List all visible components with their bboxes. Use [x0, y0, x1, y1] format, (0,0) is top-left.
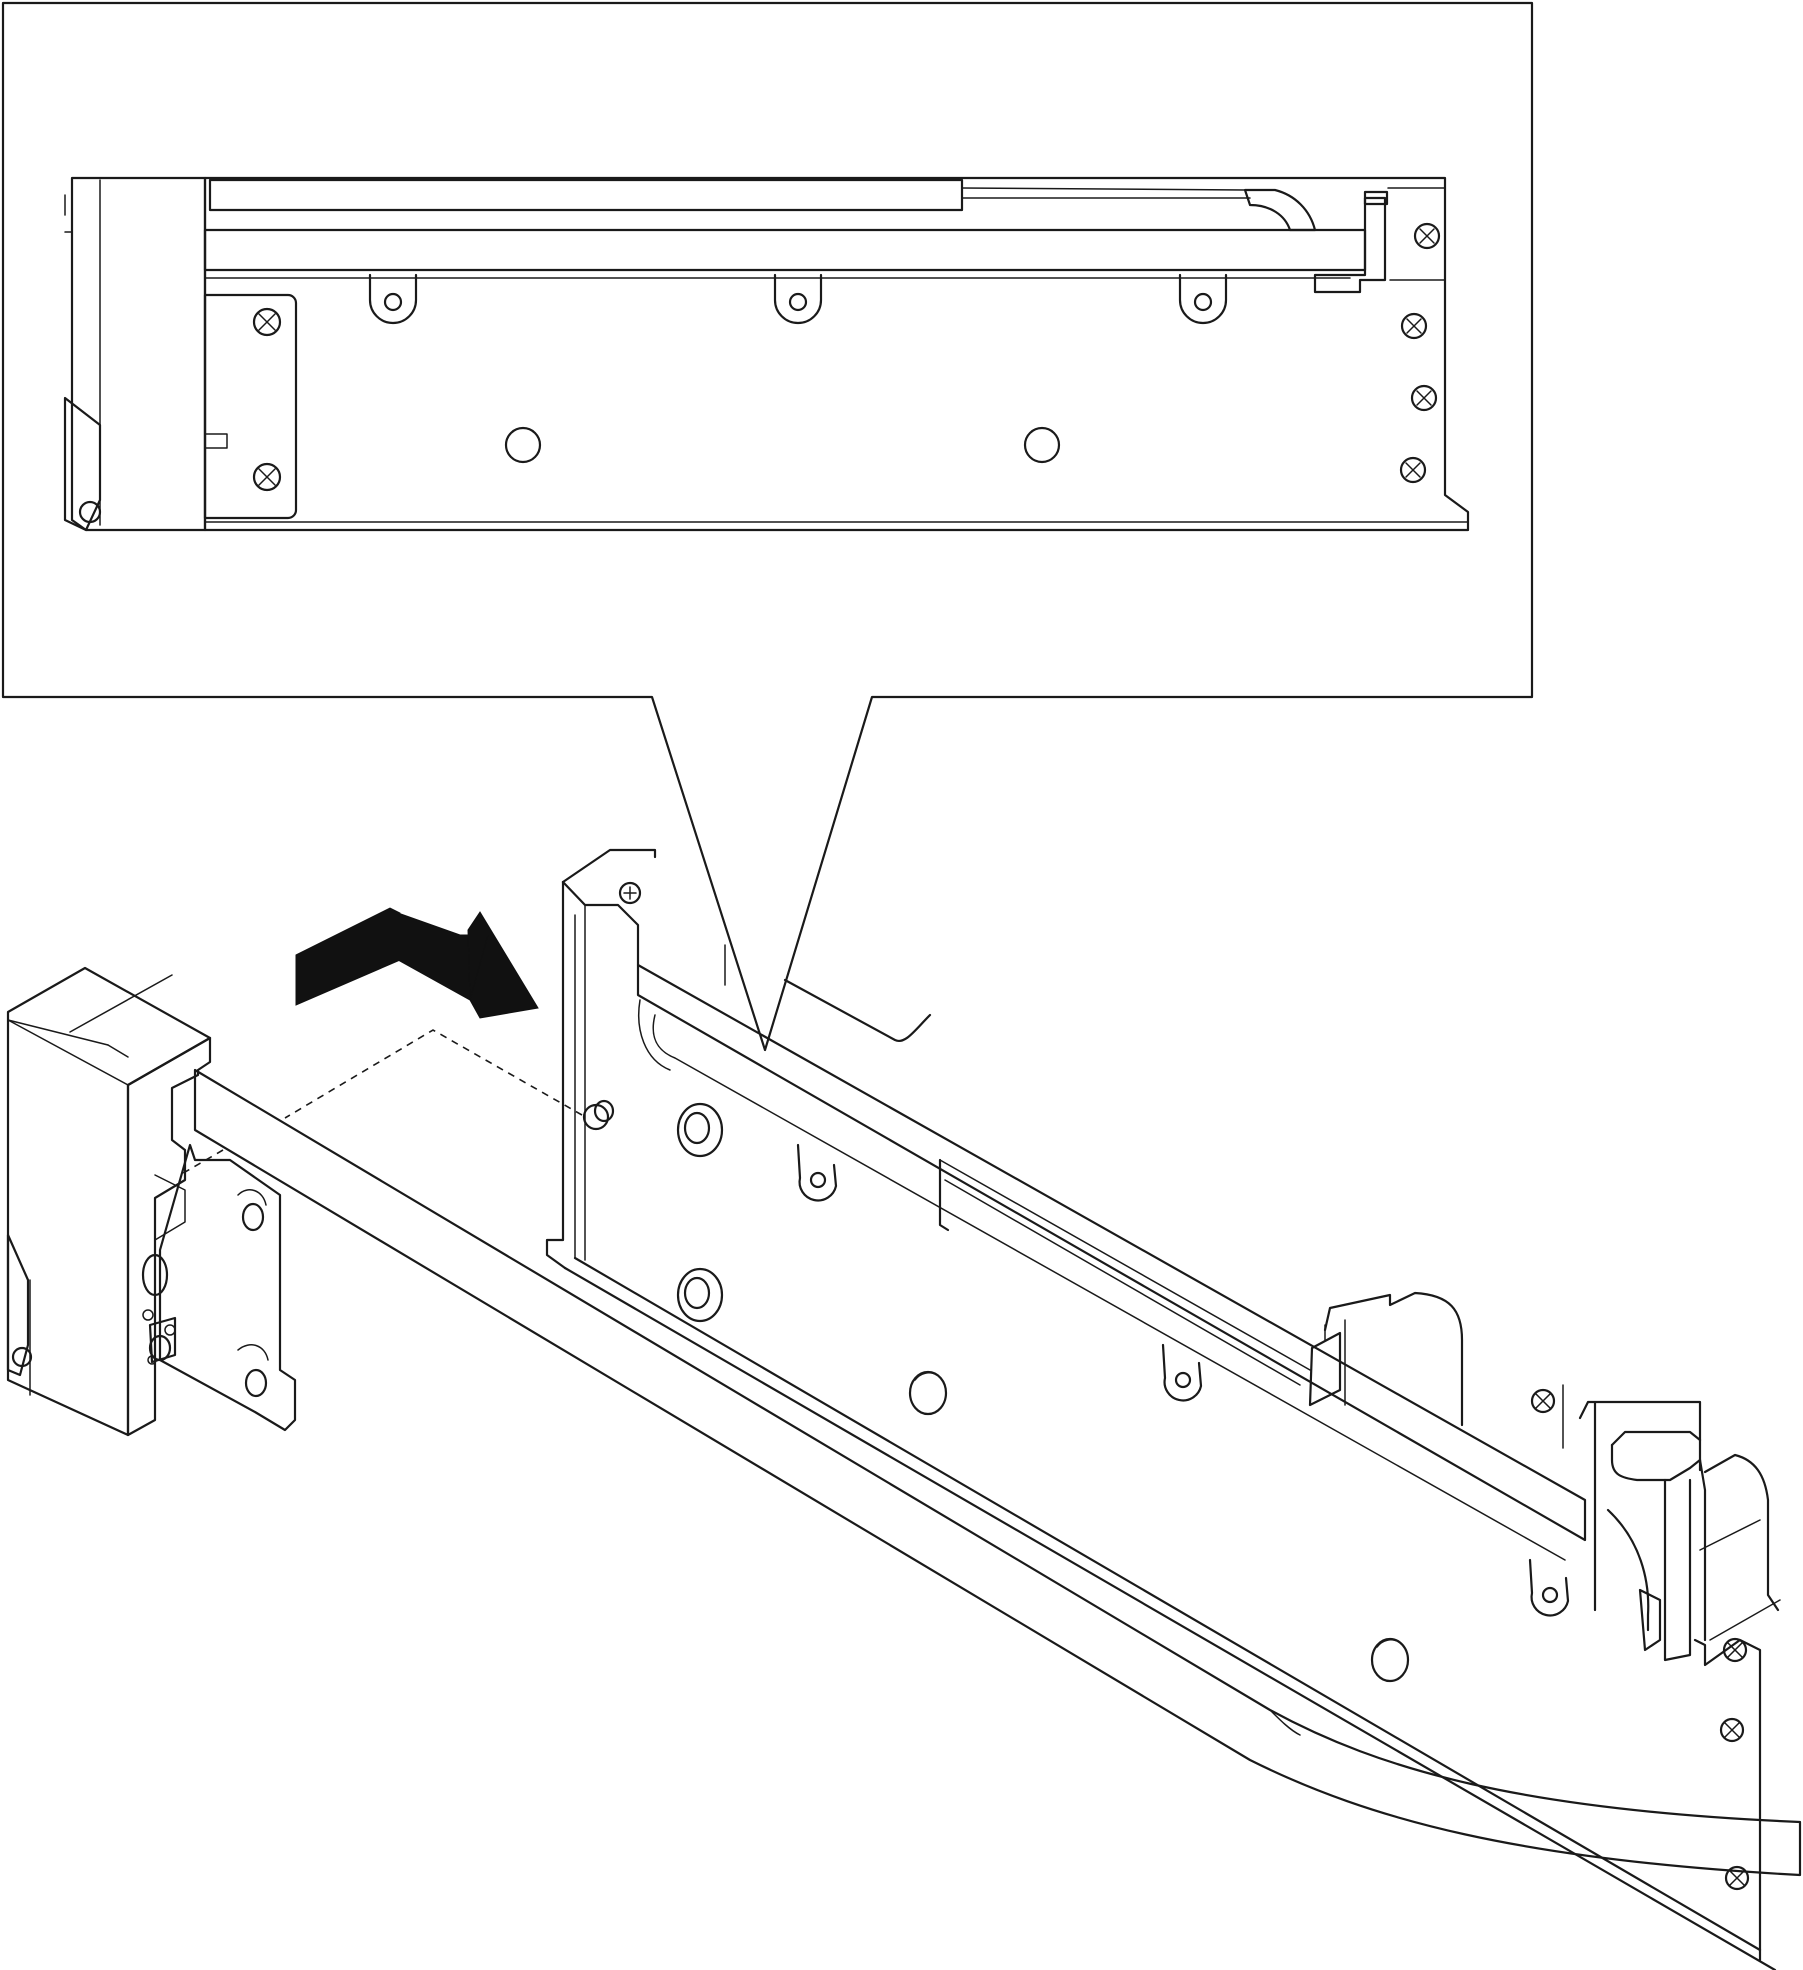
detail-upper-strip: [208, 178, 964, 212]
screw-icon: [618, 881, 642, 905]
screw-icon: [1719, 1717, 1745, 1743]
wall-boss: [676, 1102, 724, 1158]
wall-boss: [908, 1370, 948, 1416]
rail-tab: [796, 1143, 838, 1202]
screw-icon: [252, 462, 282, 492]
rail-tab: [1528, 1558, 1570, 1617]
curved-arrow-icon: [295, 907, 539, 1019]
flat-cable: [193, 1068, 1802, 1877]
detail-hole: [1023, 426, 1061, 464]
screw-icon: [1399, 456, 1427, 484]
screw-icon: [1410, 384, 1438, 412]
detail-tab: [1178, 273, 1228, 325]
detail-module: [63, 176, 298, 532]
chassis-side-wall: [545, 848, 1777, 1970]
callout-frame: [1, 1, 1534, 1052]
rear-bracket: [1323, 1291, 1781, 1962]
screw-icon: [1413, 222, 1441, 250]
screw-icon: [1722, 1637, 1748, 1663]
detail-callout: [1, 1, 1534, 1052]
cable-module: [6, 966, 297, 1437]
alignment-guide: [284, 1029, 583, 1119]
main-assembly: [6, 848, 1802, 1970]
wall-boss: [1370, 1637, 1410, 1683]
detail-tab: [773, 273, 823, 325]
rail-tab: [1161, 1343, 1203, 1402]
guide-pin-icon: [582, 1099, 615, 1131]
detail-tab: [368, 273, 418, 325]
screw-icon: [252, 307, 282, 337]
detail-cable-band: [203, 228, 1367, 272]
screw-icon: [1724, 1865, 1750, 1891]
detail-hole: [504, 426, 542, 464]
screw-icon: [1530, 1388, 1556, 1414]
wall-boss: [676, 1267, 724, 1323]
detail-chassis-rail: [203, 176, 1470, 532]
screw-icon: [1400, 312, 1428, 340]
chassis-guide-rail: [636, 963, 1587, 1617]
